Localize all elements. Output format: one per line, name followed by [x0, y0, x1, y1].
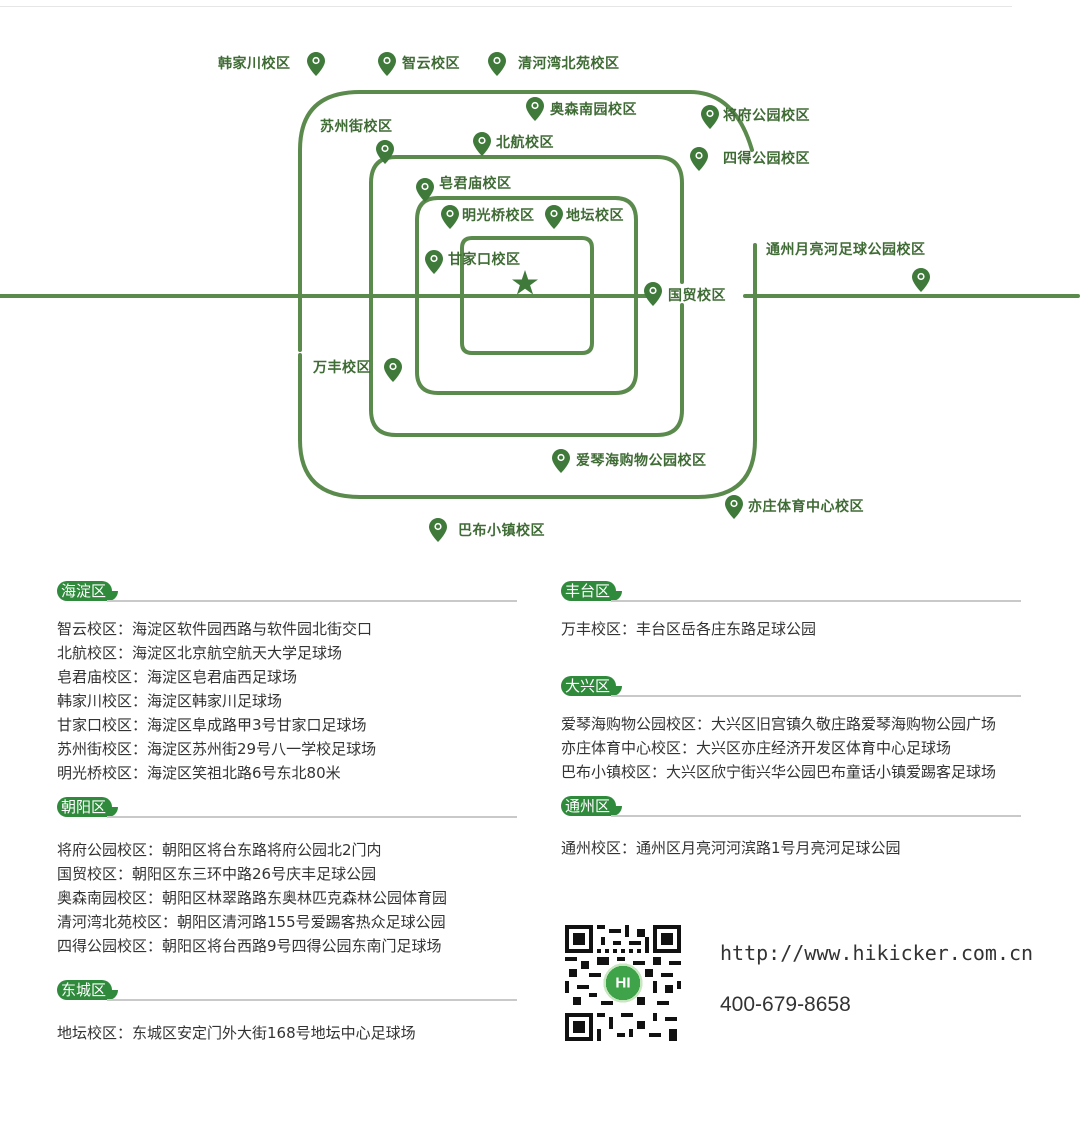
map-pin-icon[interactable] — [526, 97, 544, 121]
campus-label: 奥森南园校区 — [550, 102, 637, 118]
address-row: 万丰校区：丰台区岳各庄东路足球公园 — [561, 620, 817, 638]
divider — [611, 815, 1021, 817]
address-row: 清河湾北苑校区：朝阳区清河路155号爱踢客热众足球公园 — [57, 913, 446, 931]
map-pin-icon[interactable] — [644, 282, 662, 306]
district-tag: 朝阳区 — [57, 797, 119, 817]
outer-ring-bottom — [298, 243, 757, 499]
address-row: 将府公园校区：朝阳区将台东路将府公园北2门内 — [57, 841, 382, 859]
address-row: 爱琴海购物公园校区：大兴区旧宫镇久敬庄路爱琴海购物公园广场 — [561, 715, 997, 733]
campus-label: 智云校区 — [402, 56, 460, 72]
divider — [107, 816, 517, 818]
map-pin-icon[interactable] — [384, 358, 402, 382]
map-pin-icon[interactable] — [416, 178, 434, 202]
map-pin-icon[interactable] — [376, 140, 394, 164]
qr-logo: HI — [615, 974, 630, 991]
address-row: 明光桥校区：海淀区笑祖北路6号东北80米 — [57, 764, 341, 782]
map-pin-icon[interactable] — [425, 250, 443, 274]
campus-label: 清河湾北苑校区 — [518, 56, 620, 72]
phone-number: 400-679-8658 — [720, 993, 851, 1016]
campus-label: 亦庄体育中心校区 — [748, 499, 864, 515]
district-fengtai: 丰台区 万丰校区：丰台区岳各庄东路足球公园 — [561, 581, 1021, 641]
address-row: 皂君庙校区：海淀区皂君庙西足球场 — [57, 668, 298, 686]
address-row: 甘家口校区：海淀区阜成路甲3号甘家口足球场 — [57, 716, 367, 734]
district-tag: 东城区 — [57, 980, 119, 1000]
address-list: 万丰校区：丰台区岳各庄东路足球公园 — [561, 617, 1021, 641]
divider — [611, 695, 1021, 697]
address-row: 通州校区：通州区月亮河河滨路1号月亮河足球公园 — [561, 839, 901, 857]
address-list: 地坛校区：东城区安定门外大街168号地坛中心足球场 — [57, 1021, 517, 1045]
district-chaoyang: 朝阳区 将府公园校区：朝阳区将台东路将府公园北2门内国贸校区：朝阳区东三环中路2… — [57, 797, 517, 958]
district-dongcheng: 东城区 地坛校区：东城区安定门外大街168号地坛中心足球场 — [57, 980, 517, 1045]
map-pin-icon[interactable] — [545, 205, 563, 229]
campus-map: 韩家川校区 智云校区 清河湾北苑校区奥森南园校区 将府公园校区苏州街校区北航校区四得公… — [0, 0, 1080, 560]
map-pin-icon[interactable] — [912, 268, 930, 292]
divider — [107, 600, 517, 602]
divider — [611, 600, 1021, 602]
campus-label: 巴布小镇校区 — [458, 523, 545, 539]
district-tongzhou: 通州区 通州校区：通州区月亮河河滨路1号月亮河足球公园 — [561, 796, 1021, 860]
third-ring — [415, 196, 638, 395]
ring-roads — [0, 90, 1080, 499]
campus-label: 北航校区 — [496, 135, 554, 151]
address-row: 巴布小镇校区：大兴区欣宁街兴华公园巴布童话小镇爱踢客足球场 — [561, 763, 997, 781]
address-list: 智云校区：海淀区软件园西路与软件园北街交口北航校区：海淀区北京航空航天大学足球场… — [57, 617, 517, 785]
second-ring — [460, 236, 594, 355]
district-tag: 丰台区 — [561, 581, 623, 601]
divider — [107, 999, 517, 1001]
map-pin-icon[interactable] — [488, 52, 506, 76]
district-daxing: 大兴区 爱琴海购物公园校区：大兴区旧宫镇久敬庄路爱琴海购物公园广场亦庄体育中心校… — [561, 676, 1051, 784]
map-pin-icon[interactable] — [701, 105, 719, 129]
outer-ring-top — [298, 90, 754, 352]
campus-label: 通州月亮河足球公园校区 — [766, 242, 926, 258]
district-haidian: 海淀区 智云校区：海淀区软件园西路与软件园北街交口北航校区：海淀区北京航空航天大… — [57, 581, 517, 785]
campus-label: 甘家口校区 — [448, 252, 521, 268]
district-tag: 海淀区 — [57, 581, 119, 601]
address-row: 北航校区：海淀区北京航空航天大学足球场 — [57, 644, 343, 662]
address-row: 国贸校区：朝阳区东三环中路26号庆丰足球公园 — [57, 865, 377, 883]
address-row: 四得公园校区：朝阳区将台西路9号四得公园东南门足球场 — [57, 937, 442, 955]
district-tag: 通州区 — [561, 796, 623, 816]
address-row: 奥森南园校区：朝阳区林翠路路东奥林匹克森林公园体育园 — [57, 889, 448, 907]
fourth-ring — [369, 155, 684, 437]
map-pin-icon[interactable] — [378, 52, 396, 76]
map-pin-icon[interactable] — [690, 147, 708, 171]
address-row: 苏州街校区：海淀区苏州街29号八一学校足球场 — [57, 740, 377, 758]
campus-label: 皂君庙校区 — [439, 176, 512, 192]
star-icon — [512, 270, 538, 295]
address-list: 将府公园校区：朝阳区将台东路将府公园北2门内国贸校区：朝阳区东三环中路26号庆丰… — [57, 838, 517, 958]
map-pin-icon[interactable] — [552, 449, 570, 473]
campus-label: 将府公园校区 — [723, 108, 810, 124]
address-list: 通州校区：通州区月亮河河滨路1号月亮河足球公园 — [561, 836, 1021, 860]
campus-label: 韩家川校区 — [218, 56, 291, 72]
campus-label: 四得公园校区 — [723, 151, 810, 167]
map-pin-icon[interactable] — [307, 52, 325, 76]
address-row: 地坛校区：东城区安定门外大街168号地坛中心足球场 — [57, 1024, 416, 1042]
address-row: 智云校区：海淀区软件园西路与软件园北街交口 — [57, 620, 373, 638]
address-row: 韩家川校区：海淀区韩家川足球场 — [57, 692, 283, 710]
qr-code-icon: HI — [565, 925, 681, 1041]
district-tag: 大兴区 — [561, 676, 623, 696]
address-row: 亦庄体育中心校区：大兴区亦庄经济开发区体育中心足球场 — [561, 739, 952, 757]
address-list: 爱琴海购物公园校区：大兴区旧宫镇久敬庄路爱琴海购物公园广场亦庄体育中心校区：大兴… — [561, 712, 1051, 784]
campus-label: 万丰校区 — [313, 360, 371, 376]
campus-label: 明光桥校区 — [462, 208, 535, 224]
map-pin-icon[interactable] — [429, 518, 447, 542]
campus-label: 国贸校区 — [668, 288, 726, 304]
website-link[interactable]: http://www.hikicker.com.cn — [720, 941, 1034, 965]
campus-label: 苏州街校区 — [320, 119, 393, 135]
campus-label: 爱琴海购物公园校区 — [576, 453, 707, 469]
map-pin-icon[interactable] — [725, 495, 743, 519]
top-divider — [0, 0, 1012, 7]
map-pin-icon[interactable] — [473, 132, 491, 156]
campus-label: 地坛校区 — [566, 208, 624, 224]
map-pin-icon[interactable] — [441, 205, 459, 229]
